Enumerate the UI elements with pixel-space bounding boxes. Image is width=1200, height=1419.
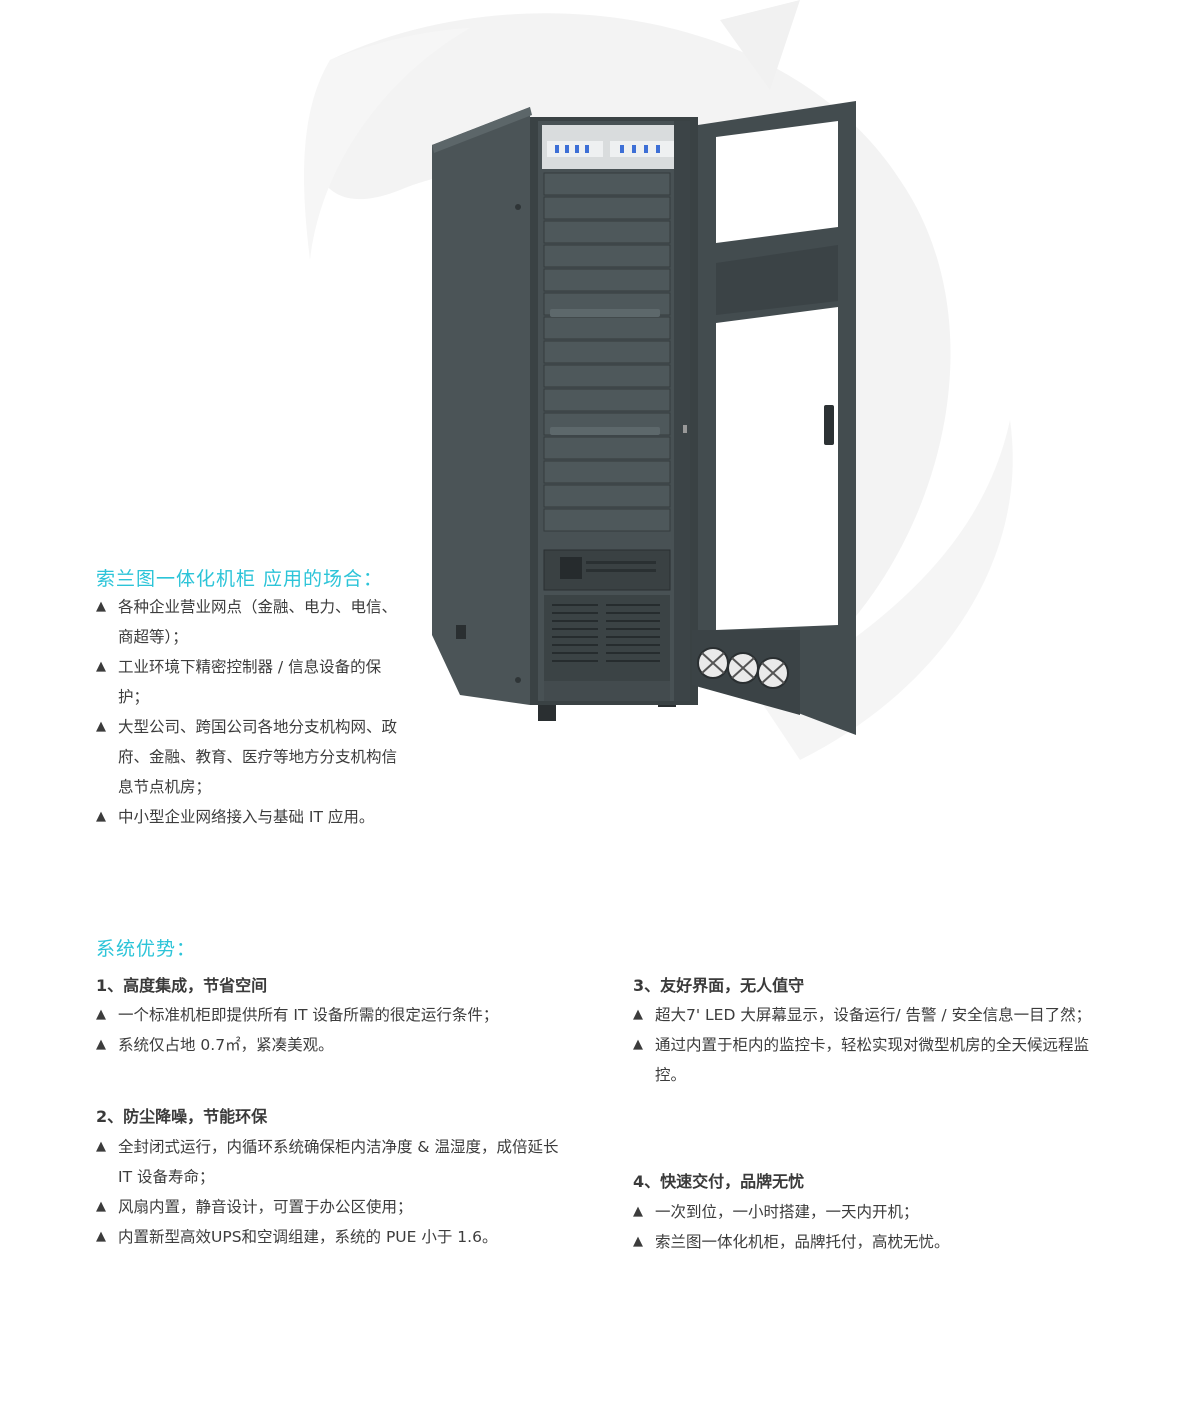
advantage-list-2: ▲全封闭式运行，内循环系统确保柜内洁净度 & 温湿度，成倍延长 IT 设备寿命；…: [96, 1132, 576, 1252]
advantage-heading-4: 4、快速交付，品牌无忧: [633, 1172, 805, 1191]
bullet-triangle-icon: ▲: [633, 1234, 643, 1249]
bullet-triangle-icon: ▲: [96, 1139, 106, 1154]
application-title: 索兰图一体化机柜 应用的场合：: [96, 568, 384, 590]
list-item: ▲中小型企业网络接入与基础 IT 应用。: [96, 802, 406, 832]
advantages-title: 系统优势：: [96, 938, 197, 960]
list-item: ▲系统仅占地 0.7㎡，紧凑美观。: [96, 1030, 576, 1060]
list-item: ▲一个标准机柜即提供所有 IT 设备所需的很定运行条件；: [96, 1000, 576, 1030]
list-item: ▲索兰图一体化机柜，品牌托付，高枕无忧。: [633, 1227, 1103, 1257]
list-item: ▲大型公司、跨国公司各地分支机构网、政府、金融、教育、医疗等地方分支机构信息节点…: [96, 712, 406, 802]
bullet-triangle-icon: ▲: [633, 1204, 643, 1219]
list-item: ▲各种企业营业网点（金融、电力、电信、商超等）；: [96, 592, 406, 652]
bullet-triangle-icon: ▲: [96, 1229, 106, 1244]
advantage-list-1: ▲一个标准机柜即提供所有 IT 设备所需的很定运行条件； ▲系统仅占地 0.7㎡…: [96, 1000, 576, 1060]
bullet-triangle-icon: ▲: [96, 809, 106, 824]
bullet-triangle-icon: ▲: [96, 1199, 106, 1214]
list-item: ▲工业环境下精密控制器 / 信息设备的保护；: [96, 652, 406, 712]
advantage-list-3: ▲超大7' LED 大屏幕显示，设备运行/ 告警 / 安全信息一目了然； ▲通过…: [633, 1000, 1103, 1090]
advantage-list-4: ▲一次到位，一小时搭建，一天内开机； ▲索兰图一体化机柜，品牌托付，高枕无忧。: [633, 1197, 1103, 1257]
bullet-triangle-icon: ▲: [96, 659, 106, 674]
list-item: ▲内置新型高效UPS和空调组建，系统的 PUE 小于 1.6。: [96, 1222, 576, 1252]
list-item: ▲一次到位，一小时搭建，一天内开机；: [633, 1197, 1103, 1227]
application-list: ▲各种企业营业网点（金融、电力、电信、商超等）； ▲工业环境下精密控制器 / 信…: [96, 592, 406, 832]
list-item: ▲风扇内置，静音设计，可置于办公区使用；: [96, 1192, 576, 1222]
bullet-triangle-icon: ▲: [633, 1037, 643, 1052]
bullet-triangle-icon: ▲: [633, 1007, 643, 1022]
bullet-triangle-icon: ▲: [96, 1037, 106, 1052]
bullet-triangle-icon: ▲: [96, 599, 106, 614]
list-item: ▲超大7' LED 大屏幕显示，设备运行/ 告警 / 安全信息一目了然；: [633, 1000, 1103, 1030]
advantage-heading-3: 3、友好界面，无人值守: [633, 976, 805, 995]
cabinet-illustration: [432, 101, 856, 735]
list-item: ▲通过内置于柜内的监控卡，轻松实现对微型机房的全天候远程监控。: [633, 1030, 1103, 1090]
bullet-triangle-icon: ▲: [96, 1007, 106, 1022]
list-item: ▲全封闭式运行，内循环系统确保柜内洁净度 & 温湿度，成倍延长 IT 设备寿命；: [96, 1132, 576, 1192]
advantage-heading-2: 2、防尘降噪，节能环保: [96, 1107, 268, 1126]
advantage-heading-1: 1、高度集成，节省空间: [96, 976, 268, 995]
bullet-triangle-icon: ▲: [96, 719, 106, 734]
